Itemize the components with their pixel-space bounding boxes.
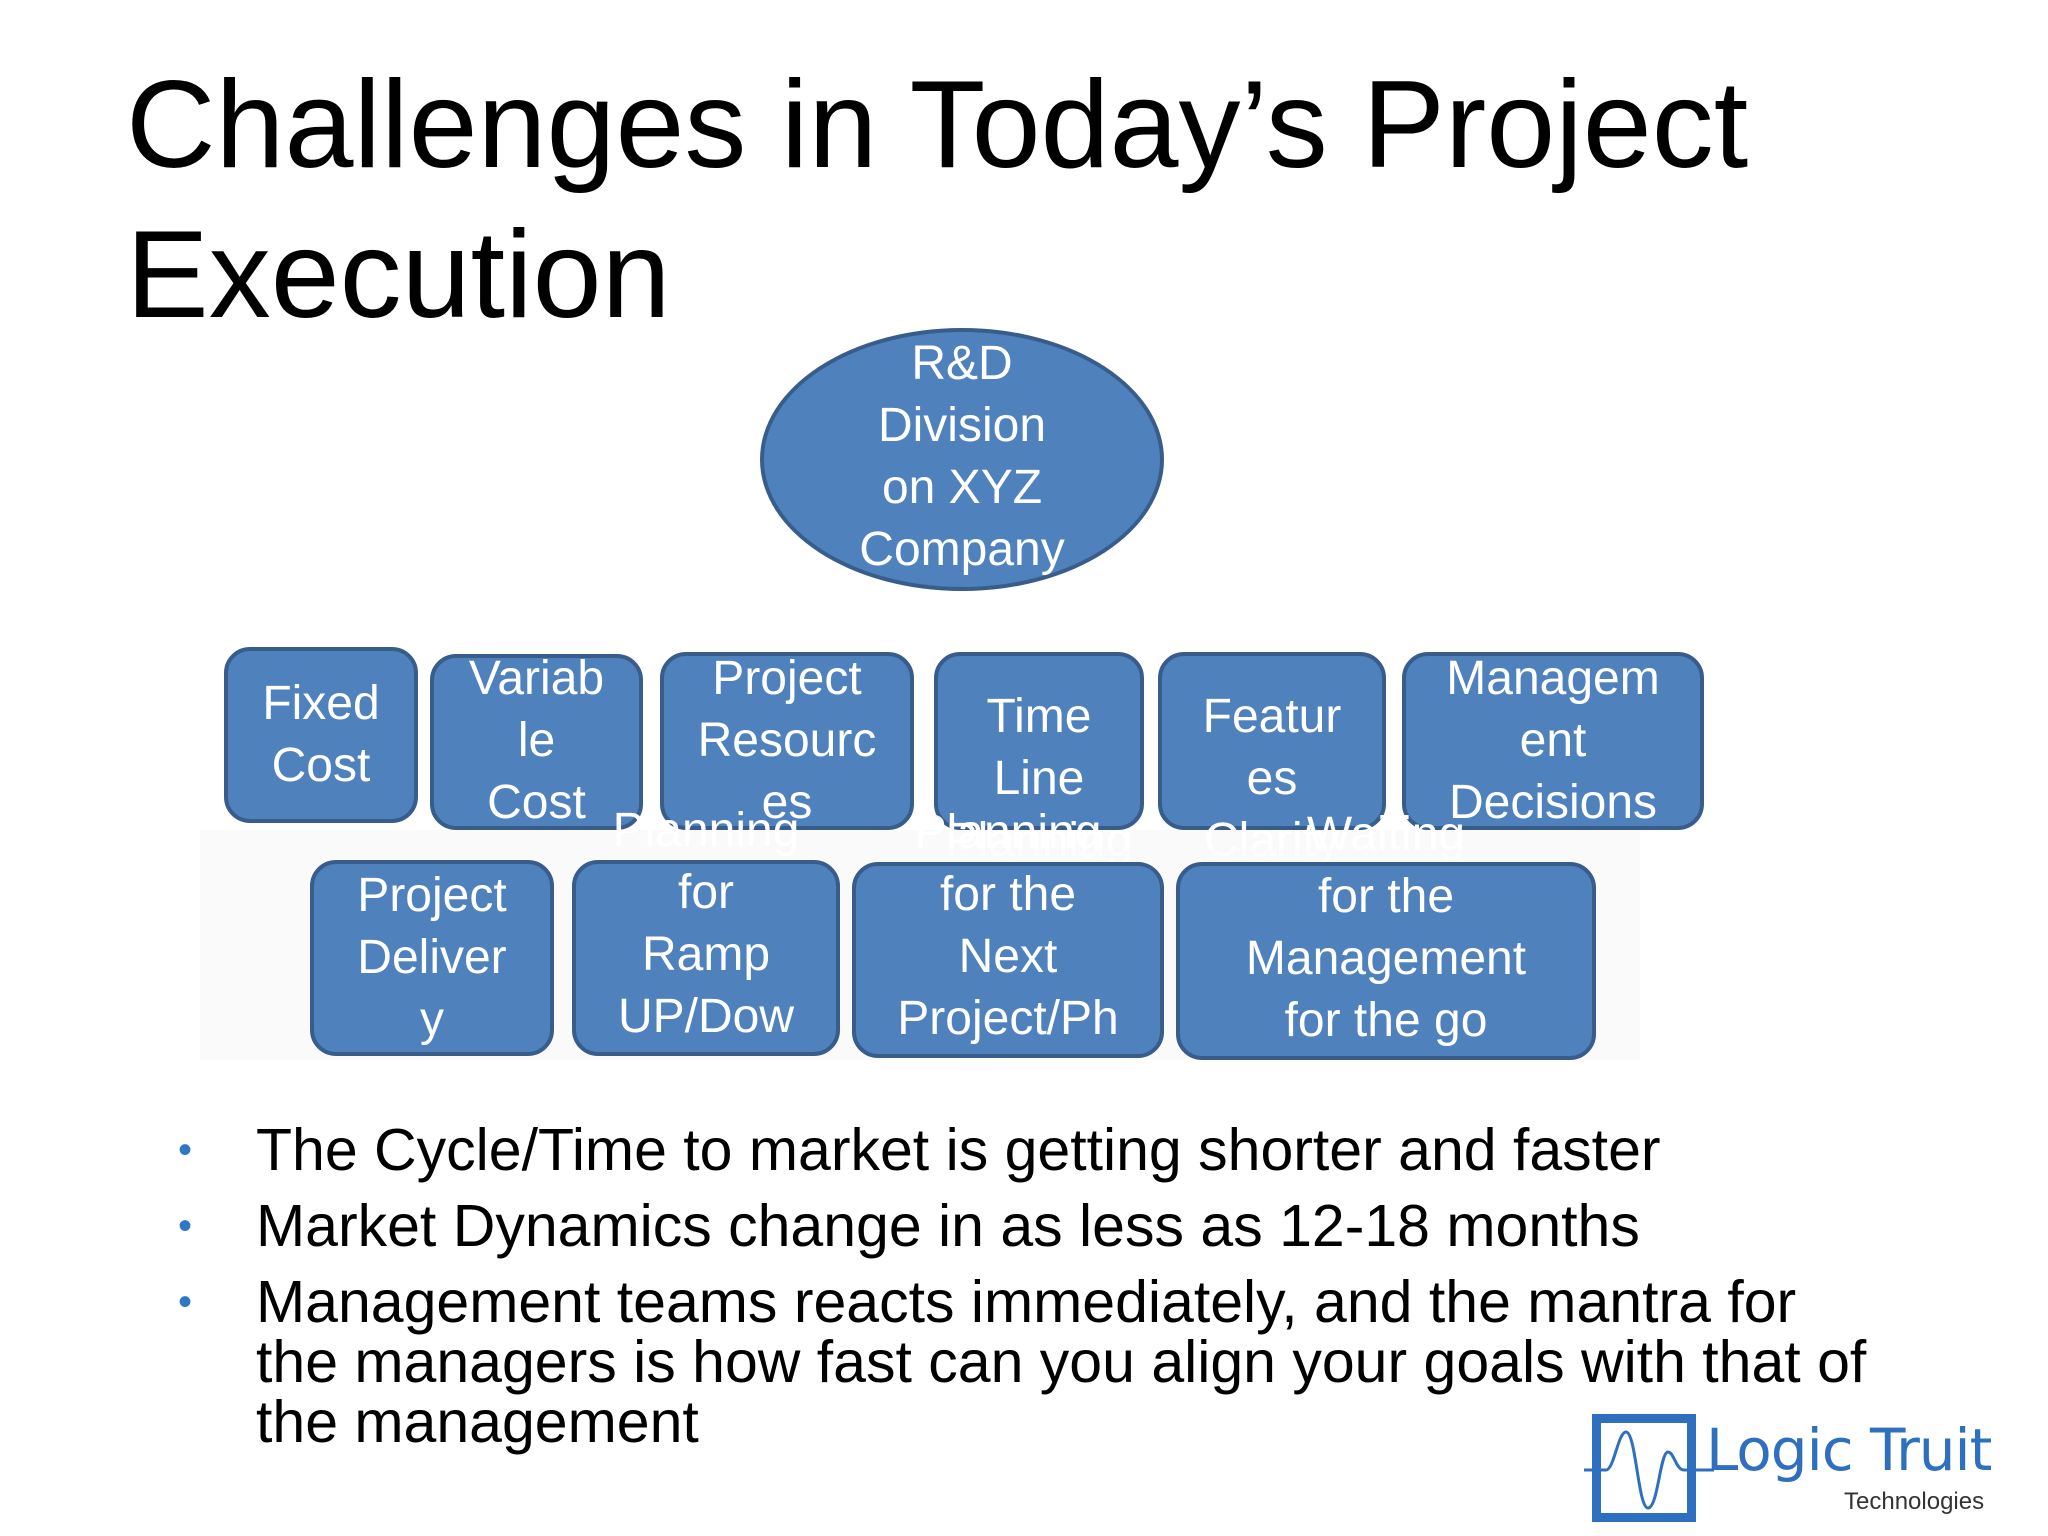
node-time-line-label: Time Line Planning <box>945 690 1133 867</box>
bullet-dot-icon: • <box>178 1280 193 1324</box>
bullet-item: • Management teams reacts immediately, a… <box>172 1272 1872 1452</box>
bullet-text: Market Dynamics change in as less as 12-… <box>256 1193 1640 1259</box>
bullet-list: • The Cycle/Time to market is getting sh… <box>172 1120 1872 1468</box>
logo-mark-icon <box>1592 1414 1696 1522</box>
node-planning-next-project-label: Planning for the Next Project/Ph <box>897 806 1119 1045</box>
company-logo: Logic Truit Technologies <box>1584 1412 1992 1530</box>
bullet-item: • Market Dynamics change in as less as 1… <box>172 1196 1872 1256</box>
bullet-dot-icon: • <box>178 1204 193 1248</box>
node-planning-next-project: Planning for the Next Project/Ph <box>852 806 1164 1058</box>
logo-name: Logic Truit <box>1706 1416 1992 1484</box>
bullet-text: Management teams reacts immediately, and… <box>256 1269 1867 1455</box>
node-project-delivery-label: Project Deliver y <box>357 869 507 1046</box>
logo-subtitle: Technologies <box>1844 1488 1985 1515</box>
logo-wave-icon <box>1584 1430 1714 1510</box>
root-node-ellipse: R&D Division on XYZ Company <box>760 328 1164 591</box>
node-fixed-cost: Fixed Cost <box>224 647 418 823</box>
node-variable-cost-label: Variab le Cost <box>468 652 605 829</box>
node-project-resources-label: Project Resourc es <box>697 652 877 829</box>
node-waiting-management: Waiting for the Management for the go <box>1176 808 1596 1060</box>
node-features-label: Featur es Clarity <box>1202 690 1342 867</box>
node-project-resources: Project Resourc es <box>660 652 914 830</box>
node-management-decisions: Managem ent Decisions <box>1402 652 1704 830</box>
bullet-text: The Cycle/Time to market is getting shor… <box>256 1117 1661 1183</box>
node-management-decisions-label: Managem ent Decisions <box>1446 652 1660 829</box>
node-planning-ramp-label: Planning for Ramp UP/Dow <box>612 804 800 1043</box>
node-project-delivery: Project Deliver y <box>310 860 554 1056</box>
node-variable-cost: Variab le Cost <box>430 652 643 830</box>
bullet-dot-icon: • <box>178 1128 193 1172</box>
slide-title: Challenges in Today’s Project Execution <box>126 56 1749 344</box>
bullet-item: • The Cycle/Time to market is getting sh… <box>172 1120 1872 1180</box>
root-node-label: R&D Division on XYZ Company <box>859 336 1065 576</box>
node-waiting-management-label: Waiting for the Management for the go <box>1245 808 1527 1047</box>
node-planning-ramp: Planning for Ramp UP/Dow <box>572 804 840 1056</box>
node-time-line: Time Line Planning <box>934 652 1144 867</box>
node-features: Featur es Clarity <box>1158 652 1386 867</box>
node-fixed-cost-label: Fixed Cost <box>262 677 380 792</box>
